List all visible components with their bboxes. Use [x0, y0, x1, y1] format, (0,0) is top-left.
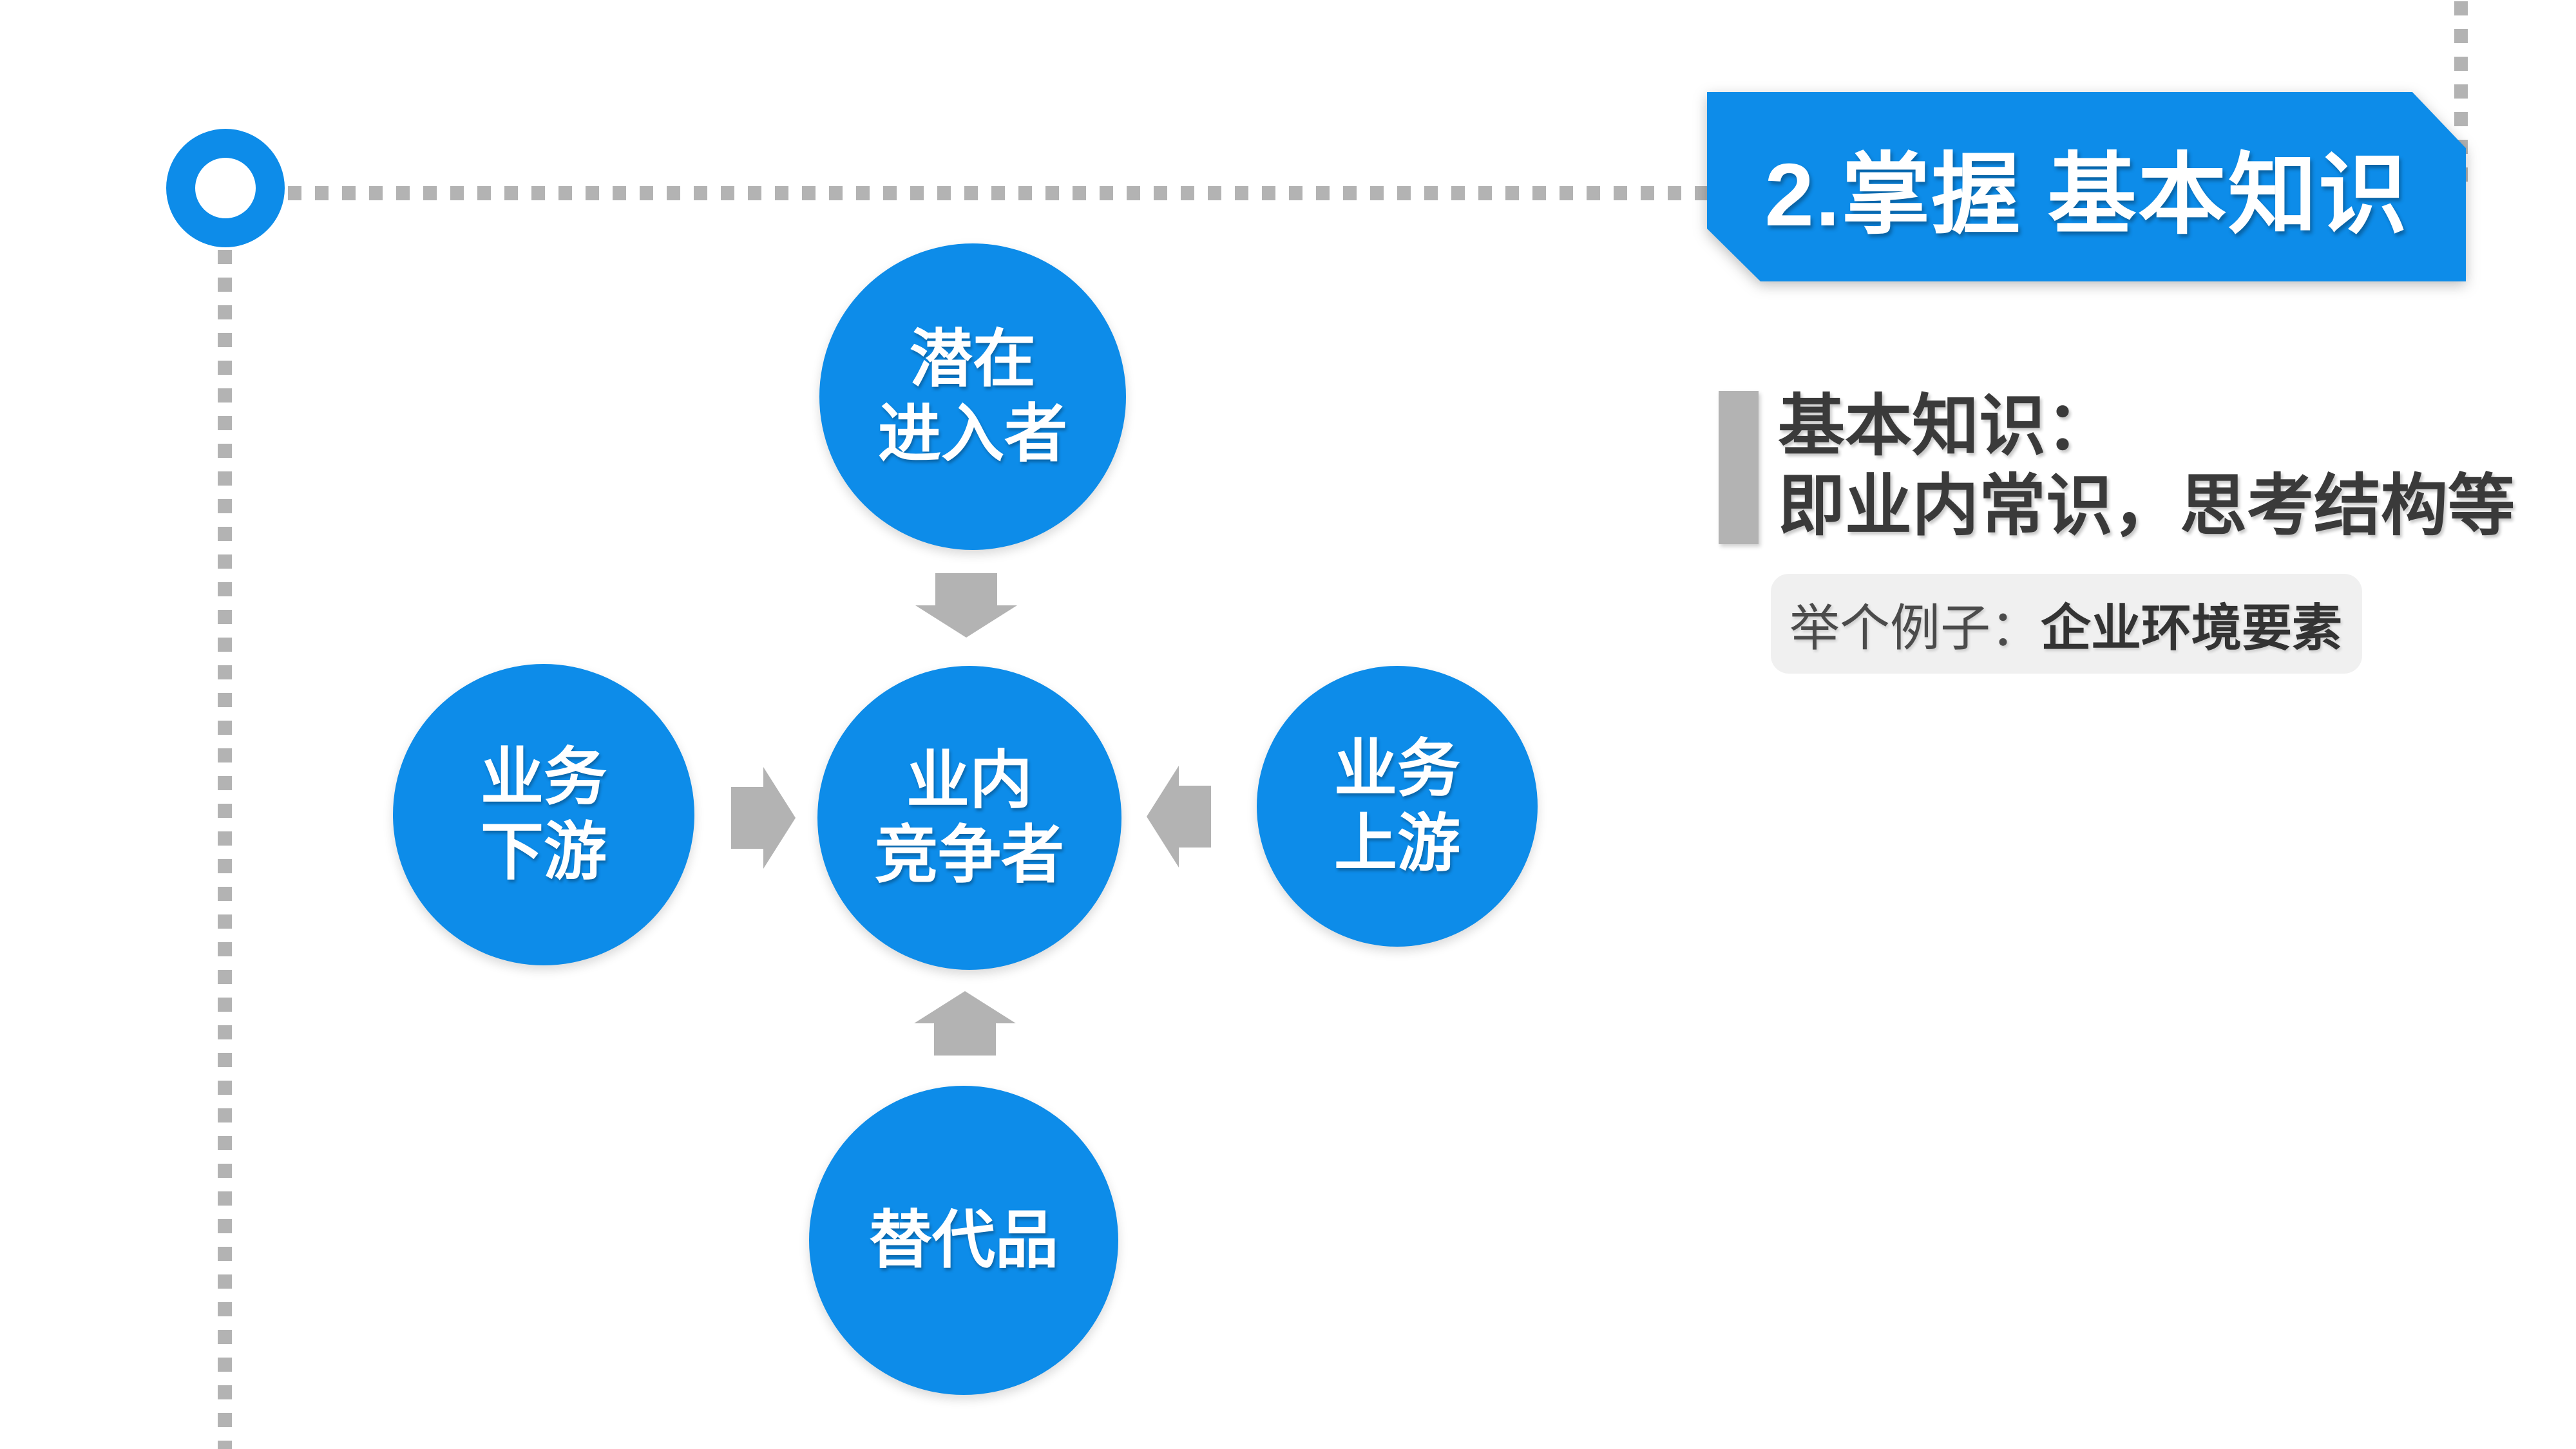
banner-polygon — [1707, 92, 2466, 281]
circle-label-line: 业务 — [480, 741, 607, 813]
circle-label-line: 下游 — [480, 816, 607, 887]
circle-business-downstream: 业务 下游 — [393, 664, 694, 965]
circle-substitutes: 替代品 — [809, 1086, 1118, 1395]
note-heading-line2: 即业内常识，思考结构等 — [1778, 469, 2515, 544]
example-prefix: 举个例子： — [1789, 599, 2041, 656]
arrow-left-icon — [1147, 766, 1211, 867]
example-box: 举个例子：企业环境要素 — [1771, 574, 2362, 674]
arrow-up-icon — [914, 991, 1016, 1056]
circle-label-line: 替代品 — [868, 1204, 1058, 1276]
circle-industry-competitors: 业内 竞争者 — [817, 666, 1121, 970]
note-accent-bar — [1719, 391, 1759, 544]
note-heading: 基本知识： 即业内常识，思考结构等 — [1778, 386, 2564, 546]
section-title: 2.掌握 基本知识 — [1764, 146, 2409, 245]
circle-label-line: 业务 — [1333, 733, 1460, 804]
circle-potential-entrants: 潜在 进入者 — [819, 243, 1126, 550]
arrow-right-icon — [731, 767, 796, 869]
circle-business-upstream: 业务 上游 — [1257, 666, 1538, 947]
dotted-line-horizontal — [288, 186, 1707, 200]
dotted-line-vertical-left — [218, 250, 232, 1449]
example-value: 企业环境要素 — [2041, 599, 2343, 656]
section-banner-shape — [1707, 92, 2466, 281]
circle-label-line: 上游 — [1333, 808, 1460, 878]
corner-ring-marker — [166, 129, 285, 247]
circle-label-line: 进入者 — [877, 398, 1067, 469]
note-heading-line1: 基本知识： — [1778, 389, 2113, 464]
circle-label-line: 潜在 — [909, 323, 1036, 395]
circle-label-line: 业内 — [906, 744, 1033, 816]
arrow-down-icon — [915, 573, 1017, 638]
circle-label-line: 竞争者 — [874, 819, 1064, 890]
